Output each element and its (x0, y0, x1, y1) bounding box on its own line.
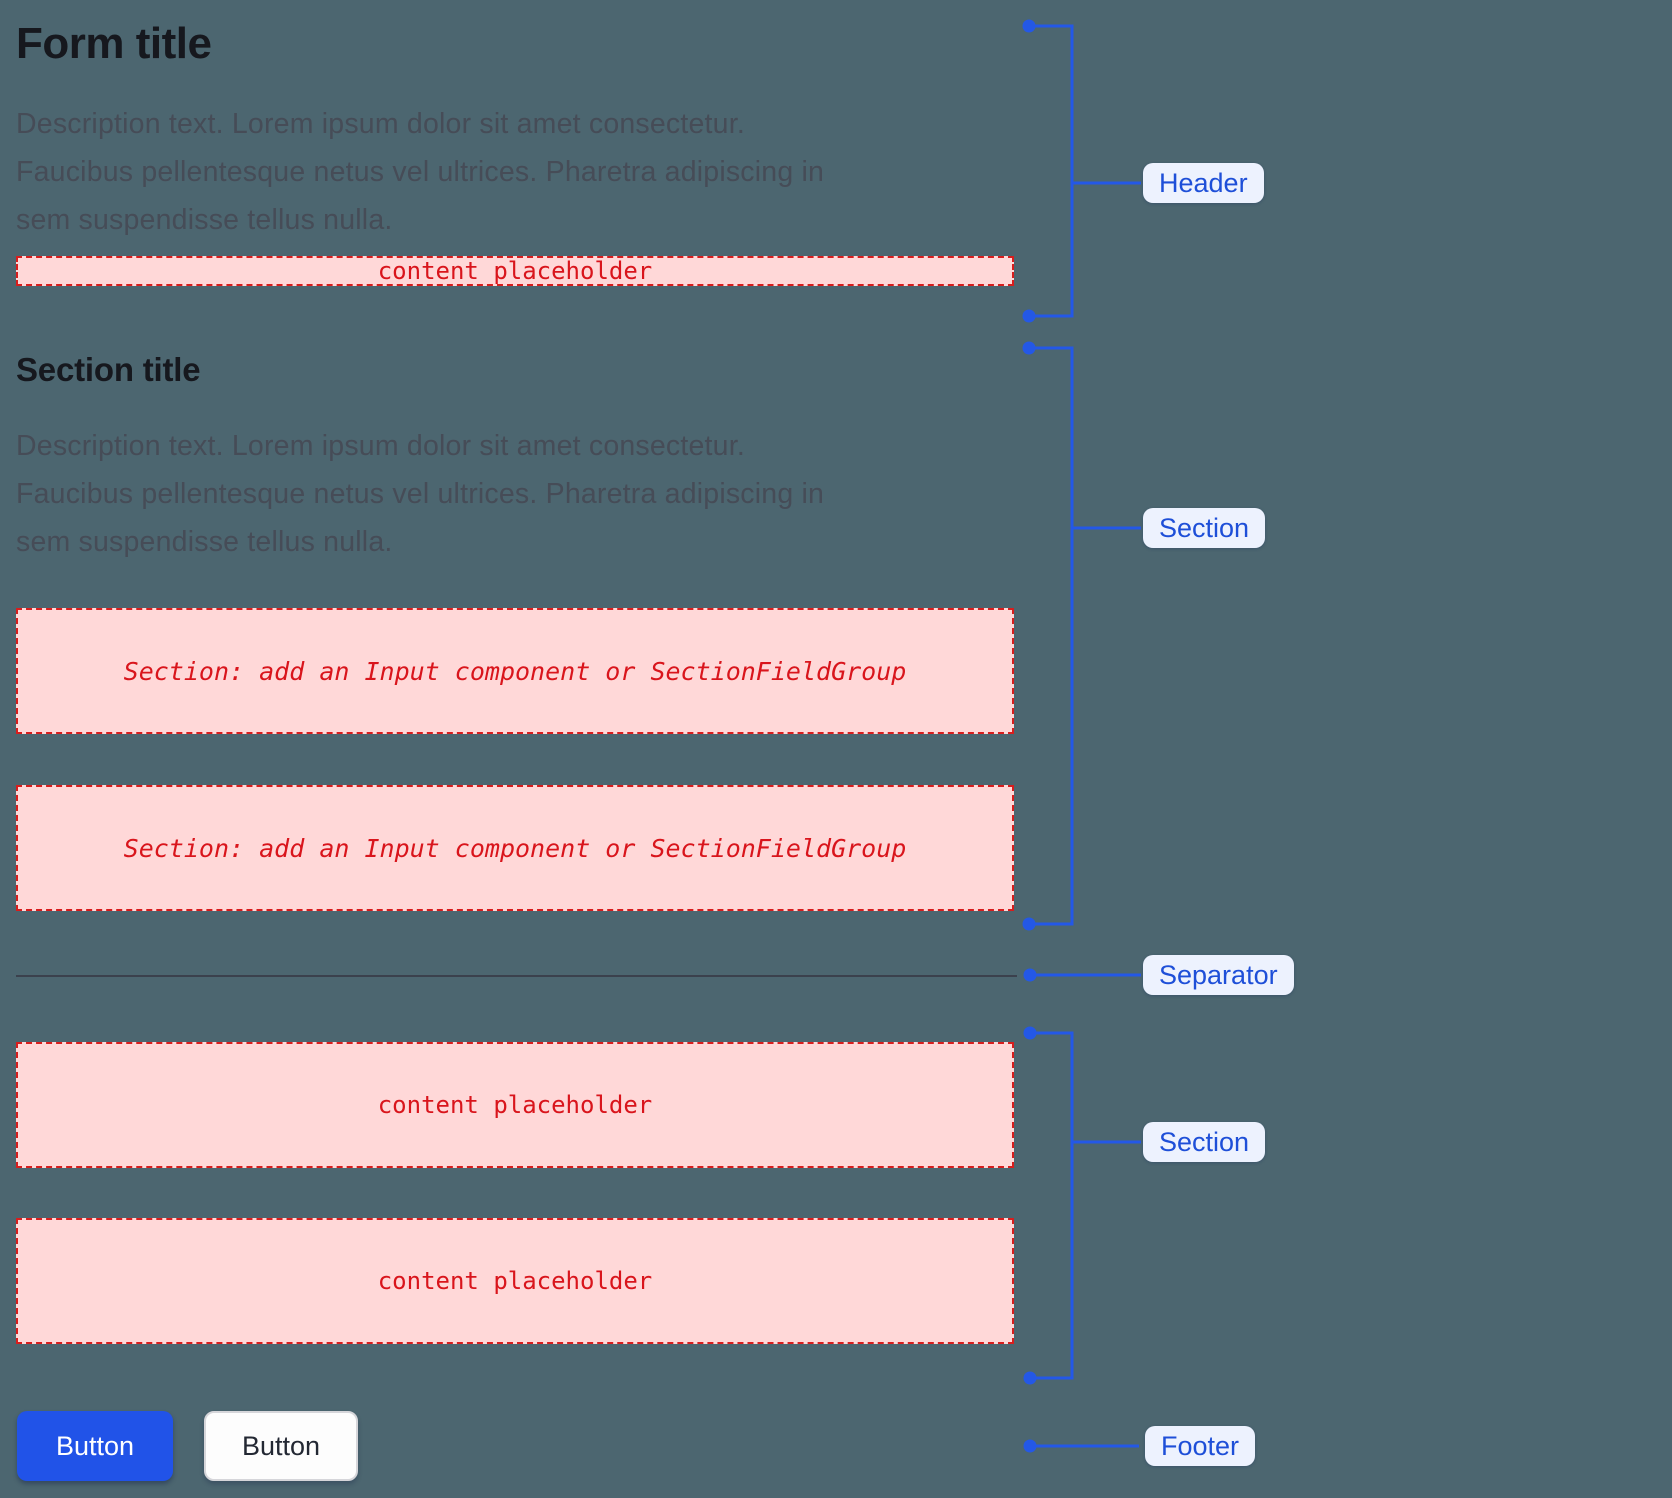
form-description-line: sem suspendisse tellus nulla. (16, 204, 393, 236)
header-annotation-label: Header (1143, 163, 1264, 203)
form-description-line: Faucibus pellentesque netus vel ultrices… (16, 156, 825, 188)
section1-annotation-label: Section (1143, 508, 1266, 548)
section2-bracket-top-dot (1023, 1026, 1037, 1040)
content-placeholder-2: content placeholder (16, 1218, 1014, 1344)
section1-bracket-bottom-dot (1022, 917, 1036, 931)
footer-dot (1023, 1439, 1037, 1453)
separator-line (16, 975, 1017, 977)
form-title: Form title (16, 19, 212, 68)
header-content-placeholder: content placeholder (16, 256, 1014, 286)
section-title: Section title (16, 351, 201, 388)
separator-annotation-label: Separator (1143, 955, 1294, 995)
section-description: Description text. Lorem ipsum dolor sit … (16, 422, 824, 566)
secondary-button[interactable]: Button (204, 1411, 358, 1481)
section2-annotation-label: Section (1143, 1122, 1266, 1162)
header-bracket-top-dot (1022, 19, 1036, 33)
separator-dot (1023, 968, 1037, 982)
section1-bracket-line (1029, 346, 1074, 926)
header-bracket-bottom-dot (1022, 309, 1036, 323)
header-bracket-line (1029, 24, 1074, 318)
section2-bracket-bottom-dot (1023, 1371, 1037, 1385)
section2-bracket-line (1030, 1031, 1074, 1380)
form-description: Description text. Lorem ipsum dolor sit … (16, 100, 824, 244)
section-field-placeholder-1: Section: add an Input component or Secti… (16, 608, 1014, 734)
section-description-line: sem suspendisse tellus nulla. (16, 526, 393, 558)
content-placeholder-1: content placeholder (16, 1042, 1014, 1168)
section-description-line: Faucibus pellentesque netus vel ultrices… (16, 478, 825, 510)
footer-annotation-label: Footer (1145, 1426, 1256, 1466)
primary-button[interactable]: Button (17, 1411, 173, 1481)
section1-bracket-top-dot (1022, 341, 1036, 355)
section-field-placeholder-2: Section: add an Input component or Secti… (16, 785, 1014, 911)
form-description-line: Description text. Lorem ipsum dolor sit … (16, 108, 745, 140)
section-description-line: Description text. Lorem ipsum dolor sit … (16, 430, 745, 462)
